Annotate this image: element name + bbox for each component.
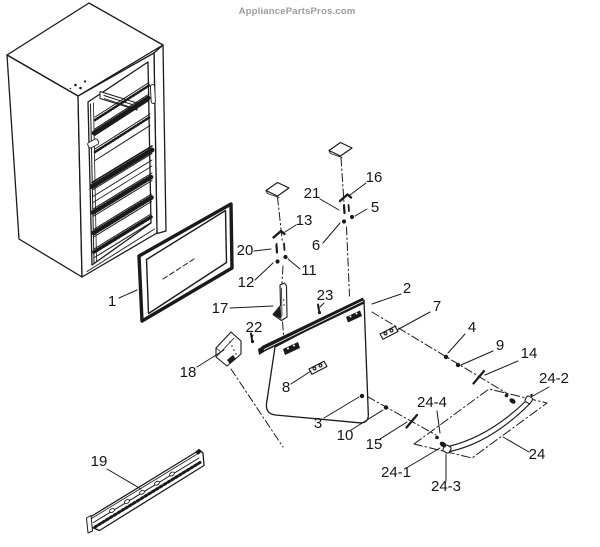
part-label-18: 18 [180, 364, 197, 381]
part-label-13: 13 [296, 212, 313, 229]
hardware-left-column [272, 229, 288, 264]
part-label-22: 22 [246, 319, 263, 336]
kick-rail-19 [86, 448, 205, 534]
hardware-right-column [338, 193, 355, 224]
handle-assembly [413, 388, 548, 459]
refrigerator-cabinet [6, 2, 167, 278]
screw-23 [317, 303, 322, 315]
freezer-door-panel [258, 297, 369, 424]
part-label-21: 21 [304, 185, 321, 202]
freezer-shelves [90, 172, 155, 258]
rail-brackets [283, 310, 362, 355]
part-label-10: 10 [337, 427, 354, 444]
hinge-caps [265, 141, 353, 198]
screw-22 [250, 332, 255, 344]
part-label-24: 24 [529, 446, 546, 463]
part-label-24-3: 24-3 [431, 478, 461, 495]
watermark-text: AppliancePartsPros.com [239, 6, 356, 17]
part-label-17: 17 [212, 300, 229, 317]
bracket-17 [272, 282, 288, 322]
part-label-14: 14 [521, 345, 538, 362]
part-label-20: 20 [237, 242, 254, 259]
part-label-1: 1 [108, 293, 116, 310]
door-top-rail [258, 297, 365, 355]
handle-screws [435, 393, 516, 448]
line-fasteners [359, 354, 486, 429]
side-vent-slot [149, 84, 156, 104]
bracket-8 [308, 360, 328, 375]
leader-lines [106, 182, 550, 490]
part-label-11: 11 [301, 262, 317, 279]
part-label-9: 9 [496, 337, 504, 354]
freezer-divider [89, 145, 155, 203]
part-label-2: 2 [403, 280, 411, 297]
bracket-18 [215, 331, 242, 367]
part-label-23: 23 [317, 287, 334, 304]
top-hinge-screws [69, 80, 87, 90]
part-label-24-4: 24-4 [417, 394, 447, 411]
part-label-6: 6 [312, 237, 320, 254]
part-label-3: 3 [314, 415, 322, 432]
part-label-19: 19 [91, 453, 108, 470]
door-handle [447, 399, 531, 453]
part-label-12: 12 [238, 274, 255, 291]
door-gasket [137, 202, 234, 323]
part-labels: 1 2 3 4 5 6 7 8 9 10 11 12 13 14 15 16 1… [91, 169, 569, 495]
part-label-7: 7 [433, 298, 441, 315]
part-label-24-1: 24-1 [381, 464, 411, 481]
part-label-16: 16 [366, 169, 383, 186]
part-label-8: 8 [282, 379, 290, 396]
part-label-15: 15 [366, 436, 383, 453]
part-label-24-2: 24-2 [539, 370, 569, 387]
part-label-4: 4 [468, 319, 476, 336]
bracket-7 [379, 325, 399, 340]
fridge-shelves [87, 82, 152, 161]
part-label-5: 5 [371, 199, 379, 216]
